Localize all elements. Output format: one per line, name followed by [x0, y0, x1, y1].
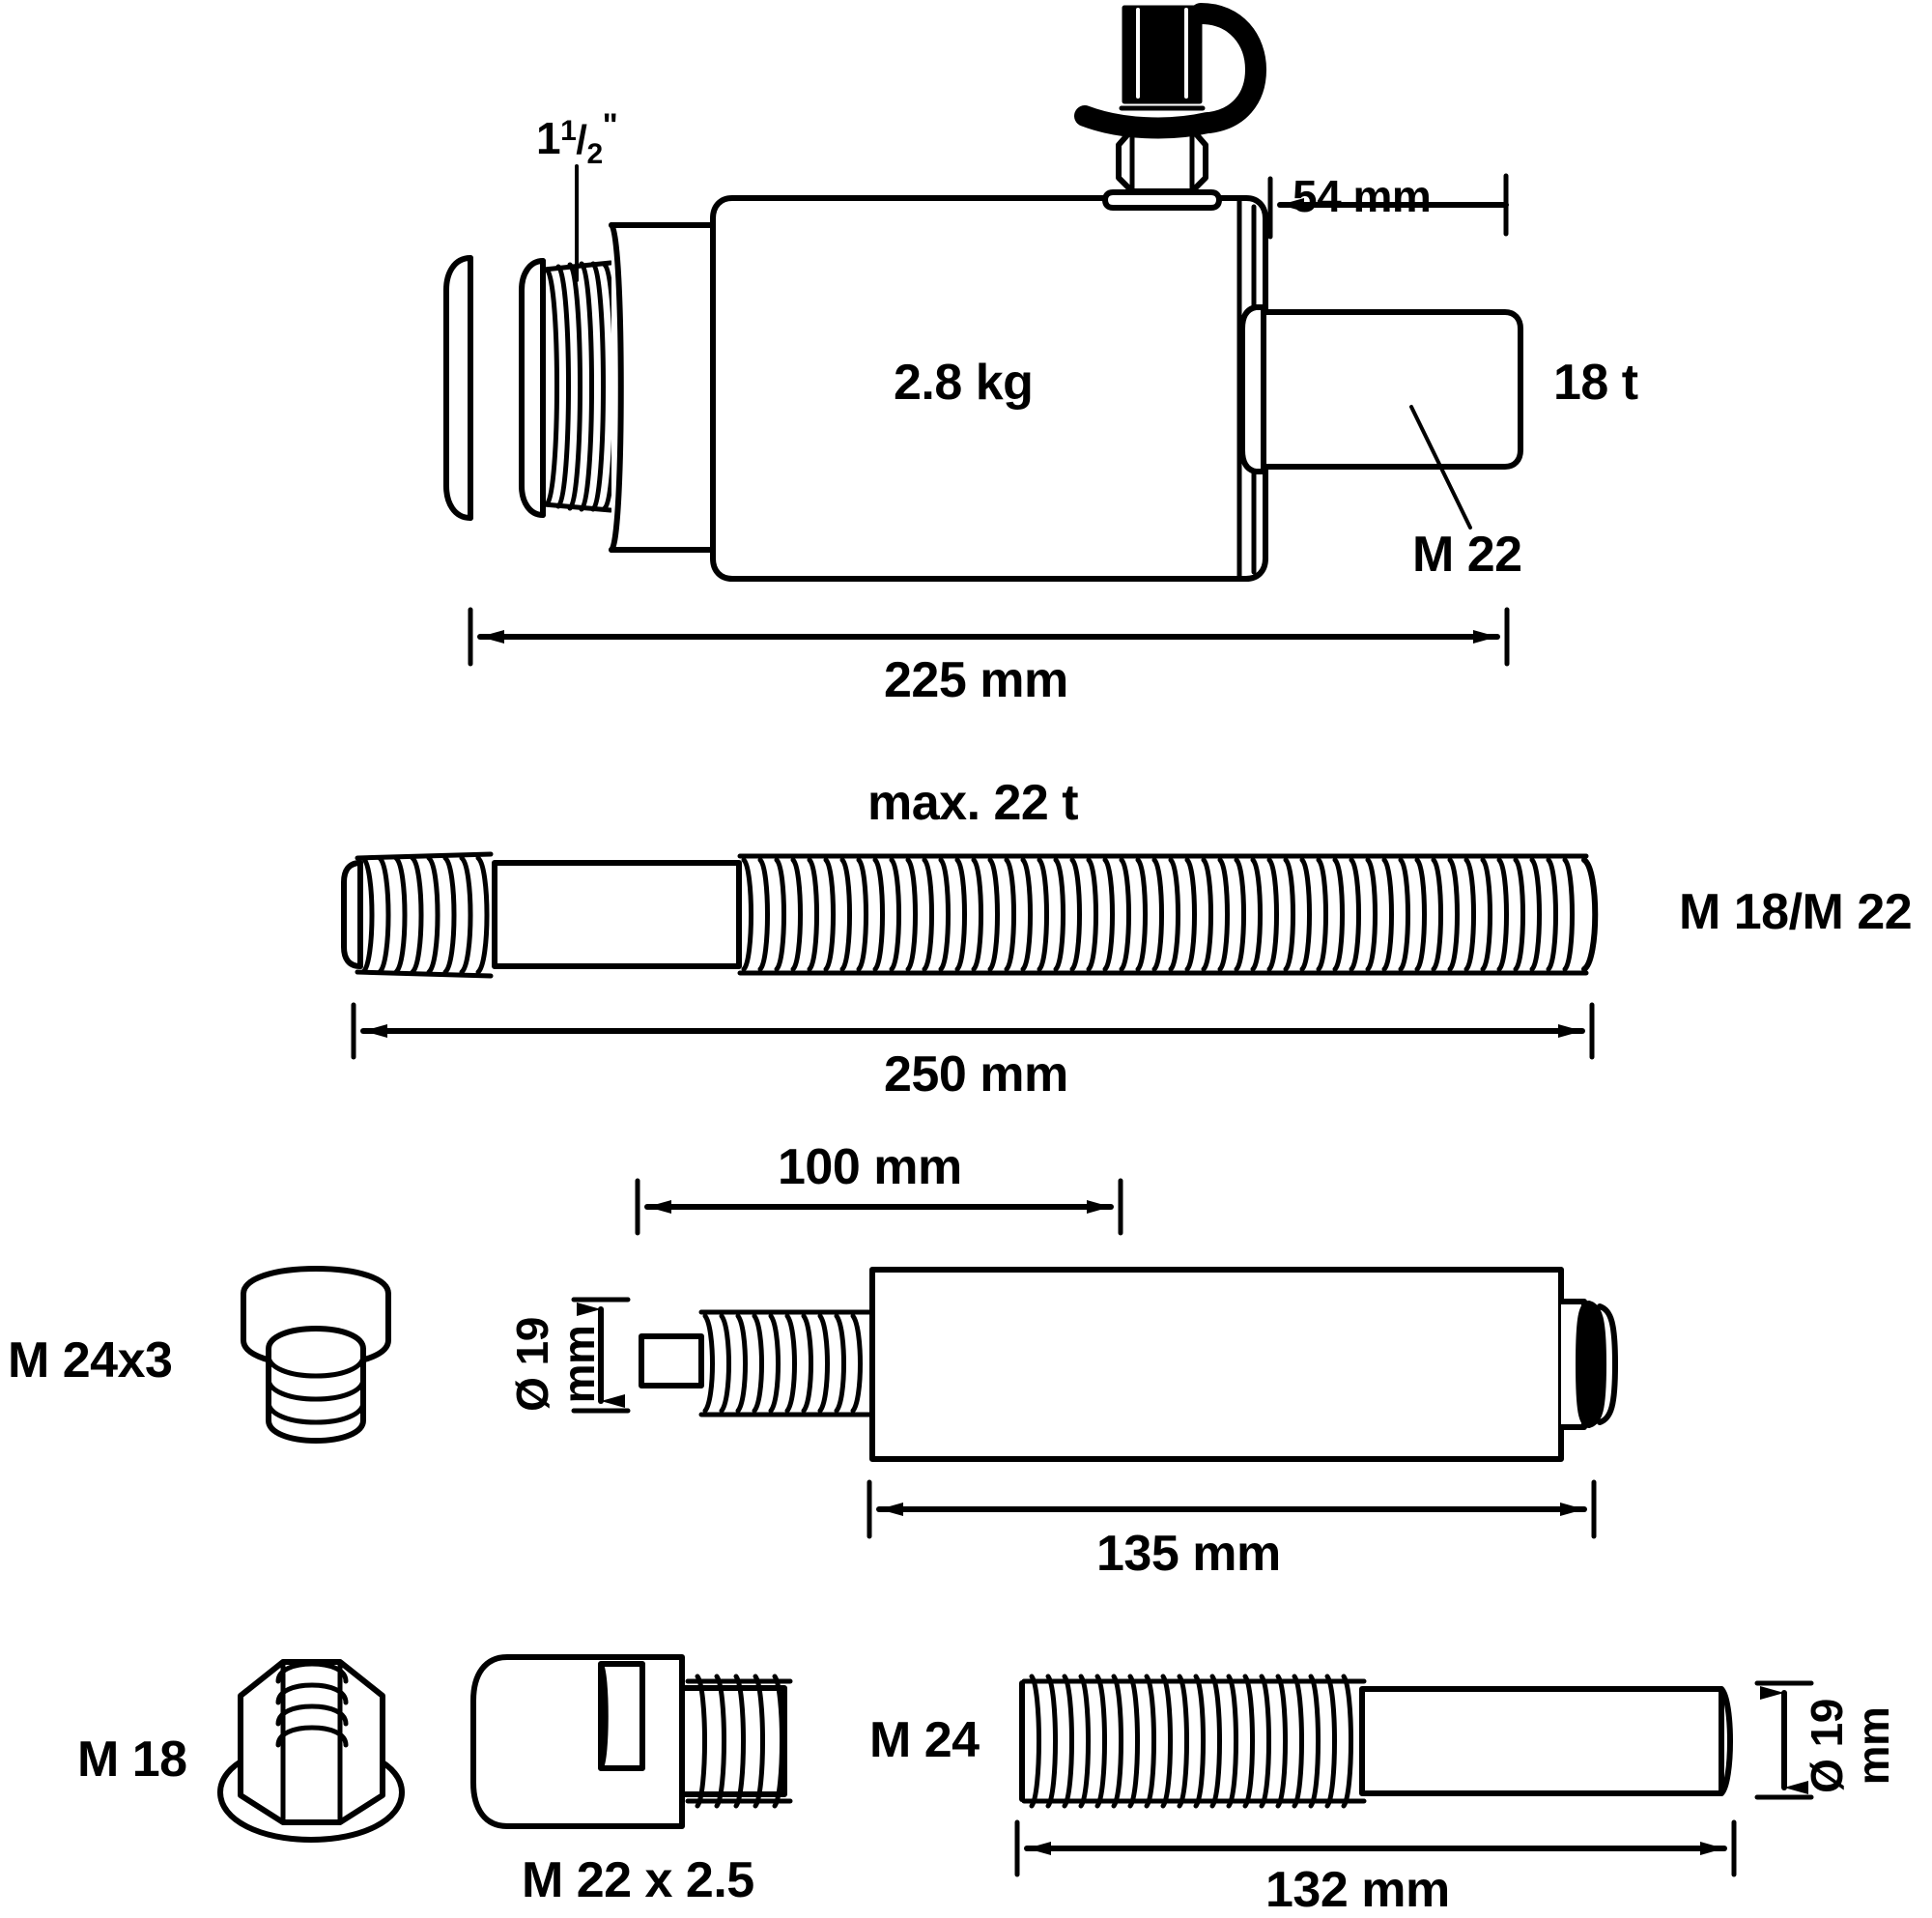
dimension-250mm-label: 250 mm — [884, 1046, 1068, 1102]
piston-thread-m22-label: M 22 — [1412, 527, 1522, 583]
plug-thread-m24x3-label: M 24x3 — [8, 1332, 173, 1388]
dimension-54mm-label: 54 mm — [1293, 171, 1432, 221]
row2-threaded-rod-graphic — [341, 851, 1599, 1060]
diameter-19mm-label-row3-line2: mm — [554, 1325, 604, 1404]
row3-plug-and-cylinder-graphic — [241, 1178, 1618, 1539]
nut-m18-label: M 18 — [77, 1732, 187, 1788]
dimension-135mm-label: 135 mm — [1096, 1526, 1281, 1582]
capacity-max22t-label: max. 22 t — [867, 775, 1079, 831]
connector-m22x25-label: M 22 x 2.5 — [522, 1852, 754, 1908]
thread-size-label-inch: 11/2" — [536, 107, 618, 170]
diameter-19mm-label-row4-line2: mm — [1848, 1706, 1898, 1786]
rod-thread-m18-m22-label: M 18/M 22 — [1679, 884, 1913, 940]
row1-cylinder-graphic — [443, 3, 1523, 667]
bolt-m24-label: M 24 — [869, 1712, 980, 1768]
weight-label: 2.8 kg — [894, 355, 1034, 411]
dimension-225mm-label: 225 mm — [884, 652, 1068, 708]
diameter-19mm-label-row3-line1: Ø 19 — [507, 1317, 557, 1412]
row4-fasteners-graphic — [217, 1654, 1814, 1877]
capacity-18t-label: 18 t — [1553, 355, 1638, 411]
dimension-132mm-label: 132 mm — [1265, 1862, 1450, 1918]
dimension-100mm-label: 100 mm — [778, 1139, 962, 1195]
diameter-19mm-label-row4-line1: Ø 19 — [1802, 1699, 1852, 1793]
